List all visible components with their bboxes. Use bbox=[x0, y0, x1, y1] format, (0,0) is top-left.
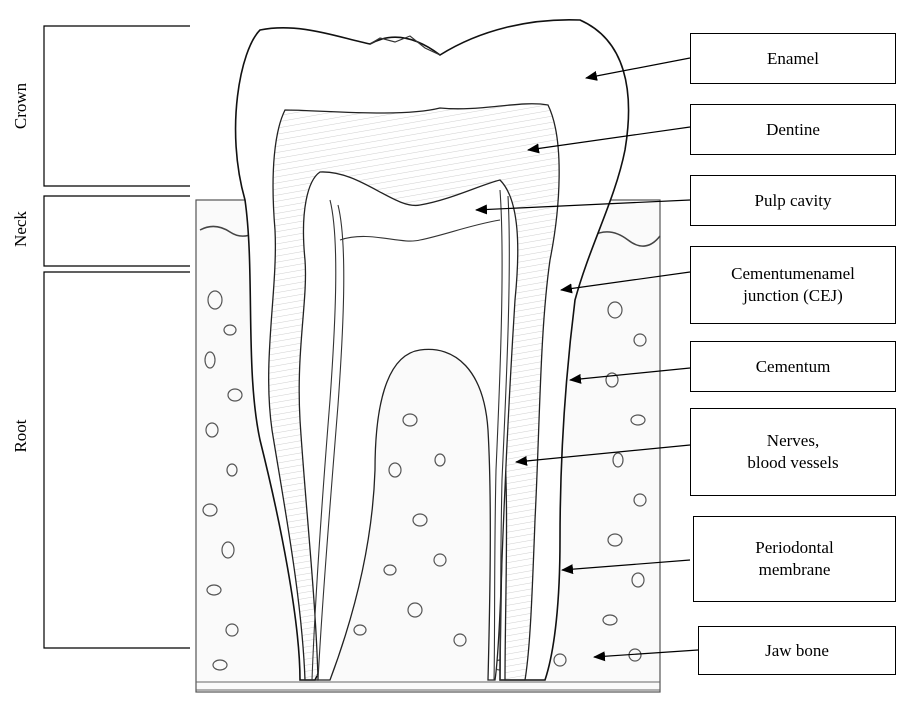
region-label-root: Root bbox=[11, 419, 31, 452]
label-nerves: Nerves, blood vessels bbox=[690, 408, 896, 496]
label-dentine-text: Dentine bbox=[766, 119, 820, 141]
label-cementum: Cementum bbox=[690, 341, 896, 392]
region-label-neck: Neck bbox=[11, 211, 31, 247]
label-jaw-bone: Jaw bone bbox=[698, 626, 896, 675]
region-label-crown: Crown bbox=[11, 83, 31, 129]
label-periodontal-line1: Periodontal bbox=[755, 537, 833, 559]
label-cej-line2: junction (CEJ) bbox=[743, 285, 843, 307]
label-jaw-bone-text: Jaw bone bbox=[765, 640, 829, 662]
label-periodontal-line2: membrane bbox=[759, 559, 831, 581]
label-nerves-line2: blood vessels bbox=[747, 452, 838, 474]
region-brackets bbox=[44, 26, 190, 648]
label-pulp-cavity: Pulp cavity bbox=[690, 175, 896, 226]
label-enamel: Enamel bbox=[690, 33, 896, 84]
label-pulp-cavity-text: Pulp cavity bbox=[755, 190, 832, 212]
label-cej: Cementumenamel junction (CEJ) bbox=[690, 246, 896, 324]
label-enamel-text: Enamel bbox=[767, 48, 819, 70]
label-nerves-line1: Nerves, bbox=[767, 430, 819, 452]
label-cementum-text: Cementum bbox=[756, 356, 831, 378]
label-periodontal: Periodontal membrane bbox=[693, 516, 896, 602]
label-cej-line1: Cementumenamel bbox=[731, 263, 855, 285]
label-dentine: Dentine bbox=[690, 104, 896, 155]
